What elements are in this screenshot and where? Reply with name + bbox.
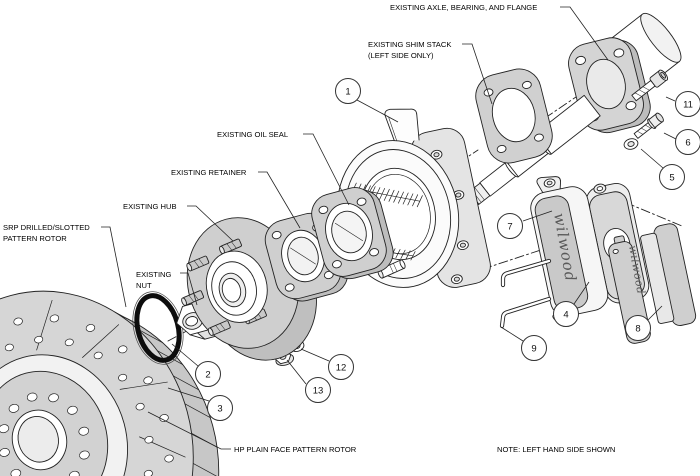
socket-head-bolt <box>631 69 669 102</box>
label-srp-rotor-line1: SRP DRILLED/SLOTTED <box>3 223 90 232</box>
callout-1: 1 <box>335 78 399 123</box>
svg-text:5: 5 <box>669 172 674 183</box>
callout-12: 12 <box>300 348 354 380</box>
label-hub: EXISTING HUB <box>123 202 177 211</box>
callout-4: 4 <box>553 281 590 327</box>
label-retainer: EXISTING RETAINER <box>171 168 247 177</box>
oil-seal-plate <box>311 187 394 280</box>
svg-text:1: 1 <box>345 86 350 97</box>
svg-text:13: 13 <box>313 385 324 396</box>
svg-text:6: 6 <box>685 137 690 148</box>
rotor-drill-ring-outer <box>13 314 174 463</box>
callout-6: 6 <box>663 129 700 155</box>
callout-7: 7 <box>497 210 553 239</box>
svg-text:2: 2 <box>205 369 210 380</box>
svg-text:8: 8 <box>635 323 640 334</box>
label-axle: EXISTING AXLE, BEARING, AND FLANGE <box>390 3 537 12</box>
svg-text:9: 9 <box>531 343 536 354</box>
labels: EXISTING AXLE, BEARING, AND FLANGE EXIST… <box>3 3 615 454</box>
callout-9: 9 <box>500 326 547 361</box>
callouts: 1 2 3 4 5 6 7 <box>167 78 700 421</box>
hex-bolt <box>633 112 664 139</box>
svg-text:11: 11 <box>683 99 693 110</box>
label-hp-rotor: HP PLAIN FACE PATTERN ROTOR <box>234 445 357 454</box>
svg-text:12: 12 <box>336 362 347 373</box>
callout-5: 5 <box>640 148 685 190</box>
rotor <box>0 290 220 476</box>
brake-pads <box>608 223 697 344</box>
flat-washer <box>623 138 639 150</box>
svg-text:4: 4 <box>563 309 568 320</box>
rotor-drill-ring-inner <box>4 335 154 476</box>
callout-8: 8 <box>625 305 663 341</box>
label-nut-line2: NUT <box>136 281 152 290</box>
note-text: NOTE: LEFT HAND SIDE SHOWN <box>497 445 615 454</box>
callout-13: 13 <box>286 359 331 403</box>
label-leaders <box>101 6 609 450</box>
mounting-tab <box>384 108 420 144</box>
rotor-bolt-circle <box>0 392 90 476</box>
callout-11: 11 <box>665 91 700 117</box>
pad-retaining-clips <box>499 258 552 329</box>
callout-2: 2 <box>171 343 221 387</box>
label-shim-line1: EXISTING SHIM STACK <box>368 40 451 49</box>
svg-text:7: 7 <box>507 221 512 232</box>
label-oil-seal: EXISTING OIL SEAL <box>217 130 288 139</box>
shim-stack <box>475 68 553 164</box>
label-shim-line2: (LEFT SIDE ONLY) <box>368 51 434 60</box>
label-srp-rotor-line2: PATTERN ROTOR <box>3 234 67 243</box>
callout-3: 3 <box>167 387 233 421</box>
svg-text:3: 3 <box>217 403 222 414</box>
adjuster <box>377 259 406 279</box>
label-nut-line1: EXISTING <box>136 270 172 279</box>
